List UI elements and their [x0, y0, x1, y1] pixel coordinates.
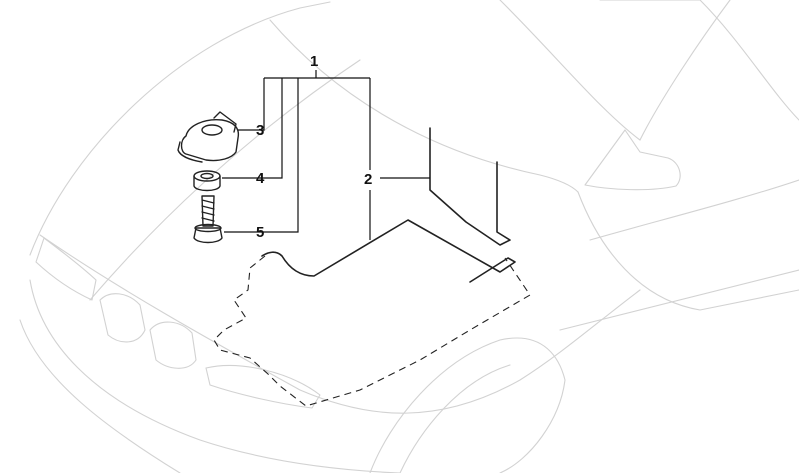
grille-inner: [149, 321, 197, 369]
leader-lines: [222, 70, 430, 240]
screw: [193, 195, 223, 244]
side-body-line: [589, 179, 799, 241]
grommet: [193, 170, 221, 192]
headlight-right: [205, 365, 321, 409]
screw-head: [193, 227, 223, 244]
lower-side-line: [559, 269, 799, 331]
rod-holder-clip: [177, 111, 240, 163]
hood-inner-panel-outline: [213, 255, 531, 407]
prop-rod-upper: [429, 127, 511, 246]
bumper-line: [29, 279, 401, 473]
hood-top-curve: [29, 1, 331, 256]
leader-5: [224, 78, 299, 233]
prop-rod-main: [261, 219, 516, 283]
callout-2: 2: [364, 171, 372, 188]
wheel-arch: [369, 337, 566, 473]
screw-thread: [201, 195, 215, 227]
clip-hole: [201, 124, 223, 136]
side-mirror: [584, 129, 681, 191]
callout-1: 1: [310, 53, 318, 70]
grommet-hole: [200, 172, 214, 180]
grille-outer: [99, 293, 146, 343]
hood-center-crease: [269, 19, 579, 193]
leader-3: [238, 78, 265, 131]
hood-side-line: [577, 191, 799, 311]
clip-base: [177, 141, 203, 163]
wheel-arch-inner: [399, 364, 511, 473]
clip-body: [180, 119, 240, 162]
grommet-side: [193, 175, 221, 192]
car-body-outline: [19, 0, 799, 473]
bumper-lower: [19, 319, 181, 473]
headlight-left: [35, 237, 97, 301]
hood-prop-rod: [261, 127, 516, 283]
callout-3: 3: [256, 122, 264, 139]
fender-line: [89, 59, 361, 301]
a-pillar: [639, 0, 731, 141]
windshield-left: [499, 0, 641, 141]
callout-5: 5: [256, 224, 264, 241]
clip-tab: [213, 111, 237, 133]
callout-4: 4: [256, 170, 265, 187]
hood-front-edge: [39, 234, 641, 414]
screw-washer: [194, 223, 222, 233]
windshield-right: [599, 0, 799, 121]
leader-4: [222, 78, 283, 179]
